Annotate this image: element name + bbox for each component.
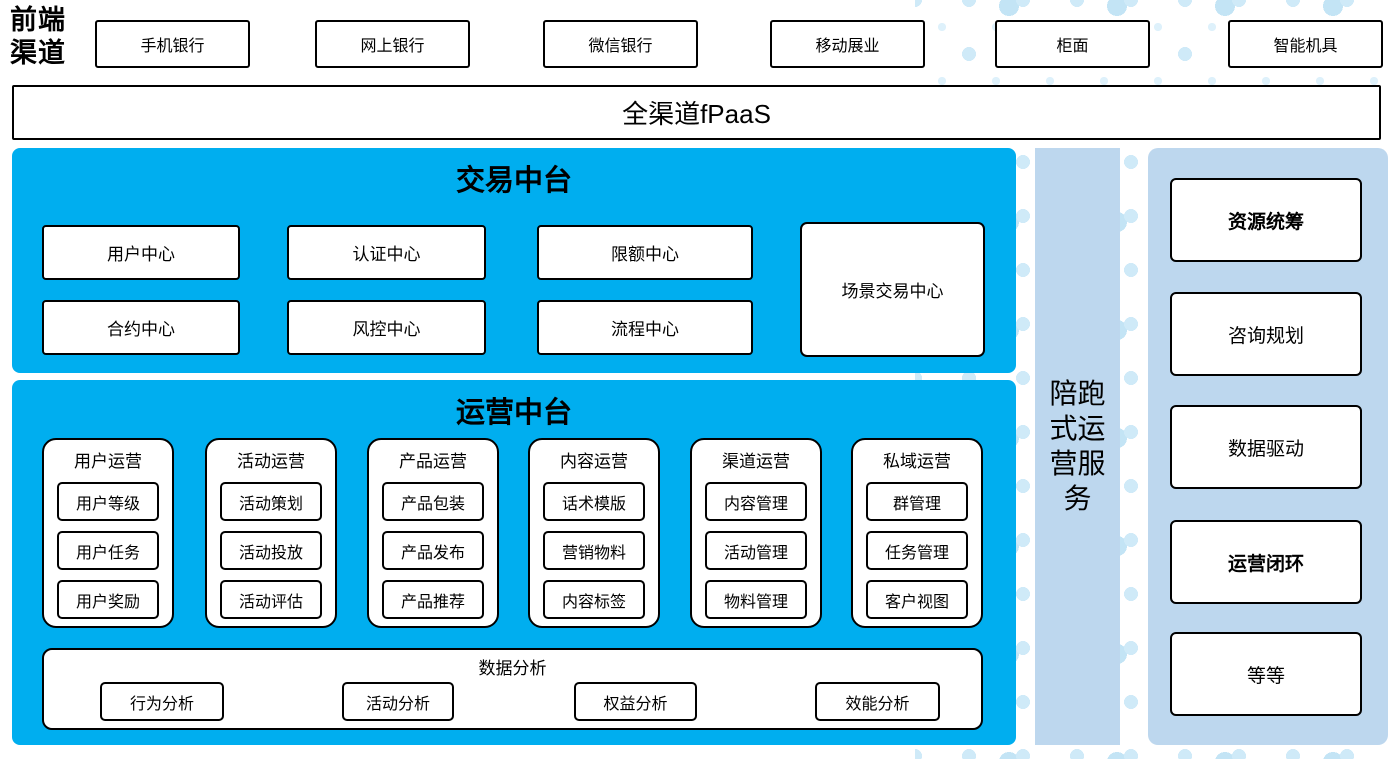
service-box-data-driven: 数据驱动	[1170, 405, 1362, 489]
op-item: 用户奖励	[57, 580, 159, 619]
op-column-title: 私域运营	[883, 452, 951, 471]
op-item: 产品包装	[382, 482, 484, 521]
transaction-platform-panel: 交易中台 用户中心 认证中心 限额中心 合约中心 风控中心 流程中心 场景交易中…	[12, 148, 1016, 373]
op-column-title: 渠道运营	[722, 452, 790, 471]
center-box-contract: 合约中心	[42, 300, 240, 355]
op-column-title: 内容运营	[560, 452, 628, 471]
op-item: 客户视图	[866, 580, 968, 619]
channel-box-counter: 柜面	[995, 20, 1150, 68]
channel-box-online-banking: 网上银行	[315, 20, 470, 68]
operation-platform-title: 运营中台	[455, 397, 572, 429]
center-box-user: 用户中心	[42, 225, 240, 280]
center-box-scene-transaction: 场景交易中心	[800, 222, 985, 357]
op-column-private-domain: 私域运营 群管理 任务管理 客户视图	[851, 438, 983, 628]
op-item: 内容管理	[705, 482, 807, 521]
op-item: 物料管理	[705, 580, 807, 619]
channel-box-smart-machines: 智能机具	[1228, 20, 1383, 68]
op-column-title: 活动运营	[237, 452, 305, 471]
companion-service-label: 陪跑式运营服务	[1049, 378, 1106, 514]
analysis-box-rights: 权益分析	[574, 682, 697, 721]
service-list-panel: 资源统筹 咨询规划 数据驱动 运营闭环 等等	[1148, 148, 1388, 745]
companion-service-bar: 陪跑式运营服务	[1035, 148, 1120, 745]
op-item: 产品推荐	[382, 580, 484, 619]
data-analysis-title: 数据分析	[478, 659, 547, 678]
analysis-box-behavior: 行为分析	[100, 682, 224, 721]
op-item: 活动评估	[220, 580, 322, 619]
op-item: 用户任务	[57, 531, 159, 570]
op-column-title: 用户运营	[74, 452, 142, 471]
op-item: 话术模版	[543, 482, 645, 521]
op-item: 任务管理	[866, 531, 968, 570]
fpaas-bar: 全渠道fPaaS	[12, 85, 1381, 140]
service-box-resource-coordination: 资源统筹	[1170, 178, 1362, 262]
op-column-user: 用户运营 用户等级 用户任务 用户奖励	[42, 438, 174, 628]
op-item: 营销物料	[543, 531, 645, 570]
op-column-product: 产品运营 产品包装 产品发布 产品推荐	[367, 438, 499, 628]
op-column-activity: 活动运营 活动策划 活动投放 活动评估	[205, 438, 337, 628]
analysis-box-activity: 活动分析	[342, 682, 454, 721]
op-item: 活动管理	[705, 531, 807, 570]
op-column-content: 内容运营 话术模版 营销物料 内容标签	[528, 438, 660, 628]
op-item: 活动投放	[220, 531, 322, 570]
service-box-operation-loop: 运营闭环	[1170, 520, 1362, 604]
transaction-platform-title: 交易中台	[455, 165, 572, 197]
channel-box-mobile-banking: 手机银行	[95, 20, 250, 68]
front-channels-label: 前端渠道	[10, 5, 66, 69]
center-box-process: 流程中心	[537, 300, 753, 355]
analysis-box-efficiency: 效能分析	[815, 682, 940, 721]
op-item: 用户等级	[57, 482, 159, 521]
operation-platform-panel: 运营中台 用户运营 用户等级 用户任务 用户奖励 活动运营 活动策划 活动投放 …	[12, 380, 1016, 745]
channel-box-wechat-banking: 微信银行	[543, 20, 698, 68]
channel-box-mobile-marketing: 移动展业	[770, 20, 925, 68]
center-box-auth: 认证中心	[287, 225, 486, 280]
op-item: 活动策划	[220, 482, 322, 521]
op-item: 产品发布	[382, 531, 484, 570]
center-box-limit: 限额中心	[537, 225, 753, 280]
op-item: 群管理	[866, 482, 968, 521]
op-item: 内容标签	[543, 580, 645, 619]
service-box-etc: 等等	[1170, 632, 1362, 716]
op-column-channel: 渠道运营 内容管理 活动管理 物料管理	[690, 438, 822, 628]
data-analysis-panel: 数据分析 行为分析 活动分析 权益分析 效能分析	[42, 648, 983, 730]
op-column-title: 产品运营	[399, 452, 467, 471]
service-box-consulting-planning: 咨询规划	[1170, 292, 1362, 376]
center-box-risk: 风控中心	[287, 300, 486, 355]
